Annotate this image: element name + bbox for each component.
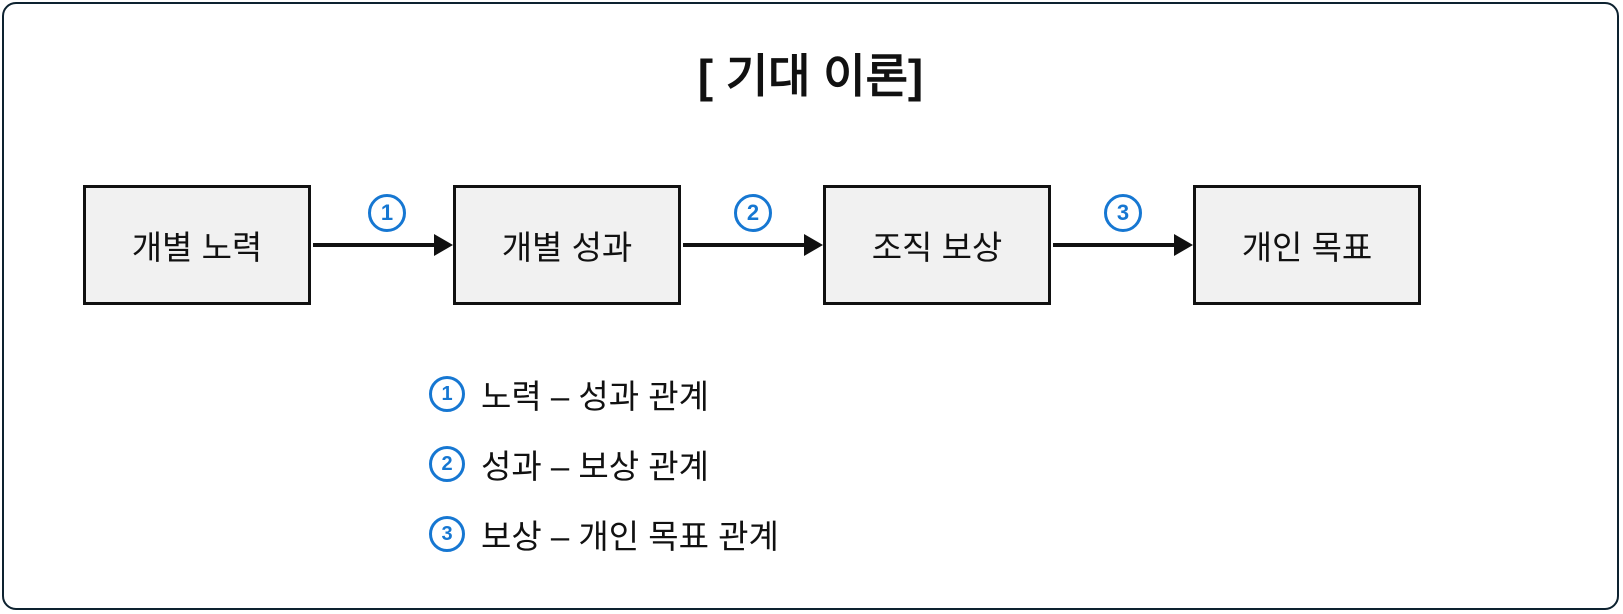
diagram-title: [ 기대 이론]: [697, 50, 924, 102]
arrow-connector-2: [683, 234, 823, 256]
step-badge-1: 1: [368, 194, 406, 232]
legend-item-3: 3 보상 – 개인 목표 관계: [429, 515, 779, 555]
arrowhead-icon: [434, 234, 453, 256]
arrowhead-icon: [1174, 234, 1193, 256]
legend-item-2: 2 성과 – 보상 관계: [429, 445, 779, 485]
arrow-connector-3: [1053, 234, 1193, 256]
node-label: 개인 목표: [1241, 229, 1373, 266]
step-badge-2: 2: [734, 194, 772, 232]
legend-label: 성과 – 보상 관계: [481, 448, 710, 485]
node-box-organizational-reward: 조직 보상: [823, 185, 1051, 305]
legend: 1 노력 – 성과 관계 2 성과 – 보상 관계 3 보상 – 개인 목표 관…: [429, 375, 779, 585]
node-box-individual-performance: 개별 성과: [453, 185, 681, 305]
node-label: 조직 보상: [871, 229, 1003, 266]
legend-badge-2: 2: [429, 446, 465, 482]
node-label: 개별 성과: [501, 229, 633, 266]
node-label: 개별 노력: [131, 229, 263, 266]
legend-label: 노력 – 성과 관계: [481, 378, 710, 415]
arrow-connector-1: [313, 234, 453, 256]
arrowhead-icon: [804, 234, 823, 256]
node-box-personal-goal: 개인 목표: [1193, 185, 1421, 305]
step-badge-3: 3: [1104, 194, 1142, 232]
legend-label: 보상 – 개인 목표 관계: [481, 518, 779, 555]
node-box-individual-effort: 개별 노력: [83, 185, 311, 305]
legend-badge-3: 3: [429, 516, 465, 552]
legend-badge-1: 1: [429, 376, 465, 412]
legend-item-1: 1 노력 – 성과 관계: [429, 375, 779, 415]
